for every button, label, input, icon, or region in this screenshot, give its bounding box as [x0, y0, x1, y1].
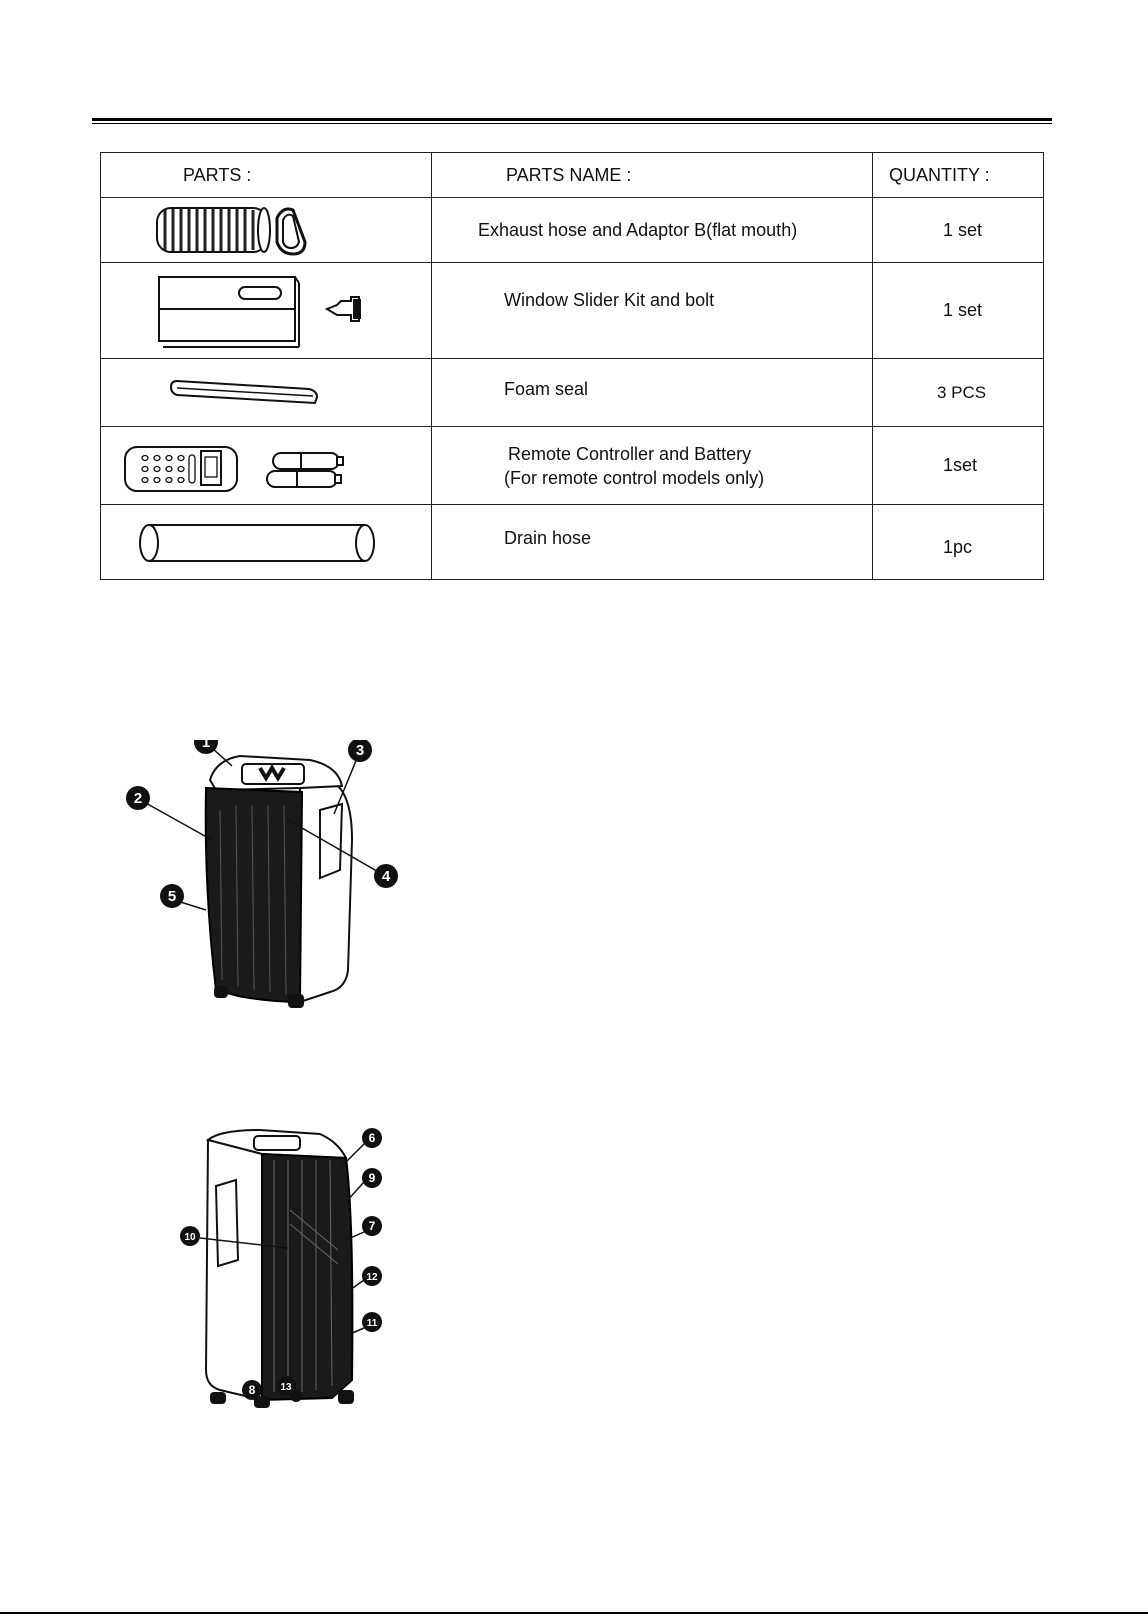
- rear-view-illustration: 6 9 7 10 12 11 8 13: [170, 1120, 410, 1440]
- callout-6: 6: [369, 1131, 376, 1145]
- header-parts-name: PARTS NAME :: [432, 153, 873, 198]
- quantity-cell: 1set: [873, 427, 1044, 505]
- quantity-cell: 1 set: [873, 263, 1044, 359]
- hose-adaptor-icon: [101, 198, 432, 263]
- part-name-cell: Window Slider Kit and bolt: [432, 263, 873, 359]
- header-quantity: QUANTITY :: [873, 153, 1044, 198]
- header-parts: PARTS :: [101, 153, 432, 198]
- parts-table: PARTS : PARTS NAME : QUANTITY : Exhaust …: [100, 152, 1044, 580]
- callout-9: 9: [369, 1171, 376, 1185]
- callout-10: 10: [184, 1232, 196, 1243]
- callout-8: 8: [249, 1383, 256, 1397]
- table-row: Drain hose 1pc: [101, 505, 1044, 580]
- part-name-cell: Drain hose: [432, 505, 873, 580]
- window-slider-kit-icon: [101, 263, 432, 359]
- top-rule: [92, 118, 1052, 121]
- table-row: Foam seal 3 PCS: [101, 359, 1044, 427]
- remote-battery-icon: [101, 427, 432, 505]
- part-name-cell: Foam seal: [432, 359, 873, 427]
- quantity-cell: 3 PCS: [873, 359, 1044, 427]
- callout-1: 1: [202, 740, 210, 751]
- foam-seal-icon: [101, 359, 432, 427]
- bottom-rule: [0, 1612, 1148, 1614]
- front-view-illustration: 1 2 3 4 5: [120, 740, 420, 1040]
- callout-11: 11: [367, 1318, 378, 1329]
- quantity-cell: 1 set: [873, 198, 1044, 263]
- top-rule-thin: [92, 123, 1052, 124]
- table-row: Remote Controller and Battery (For remot…: [101, 427, 1044, 505]
- table-row: Exhaust hose and Adaptor B(flat mouth) 1…: [101, 198, 1044, 263]
- part-name-cell: Remote Controller and Battery (For remot…: [432, 427, 873, 505]
- callout-2: 2: [134, 790, 142, 807]
- callout-3: 3: [356, 742, 364, 759]
- callout-4: 4: [382, 868, 391, 885]
- quantity-cell: 1pc: [873, 505, 1044, 580]
- drain-hose-icon: [101, 505, 432, 580]
- table-row: Window Slider Kit and bolt 1 set: [101, 263, 1044, 359]
- part-name-cell: Exhaust hose and Adaptor B(flat mouth): [432, 198, 873, 263]
- callout-12: 12: [366, 1272, 378, 1283]
- callout-5: 5: [168, 888, 176, 905]
- table-header-row: PARTS : PARTS NAME : QUANTITY :: [101, 153, 1044, 198]
- callout-13: 13: [280, 1382, 292, 1393]
- callout-7: 7: [369, 1219, 376, 1233]
